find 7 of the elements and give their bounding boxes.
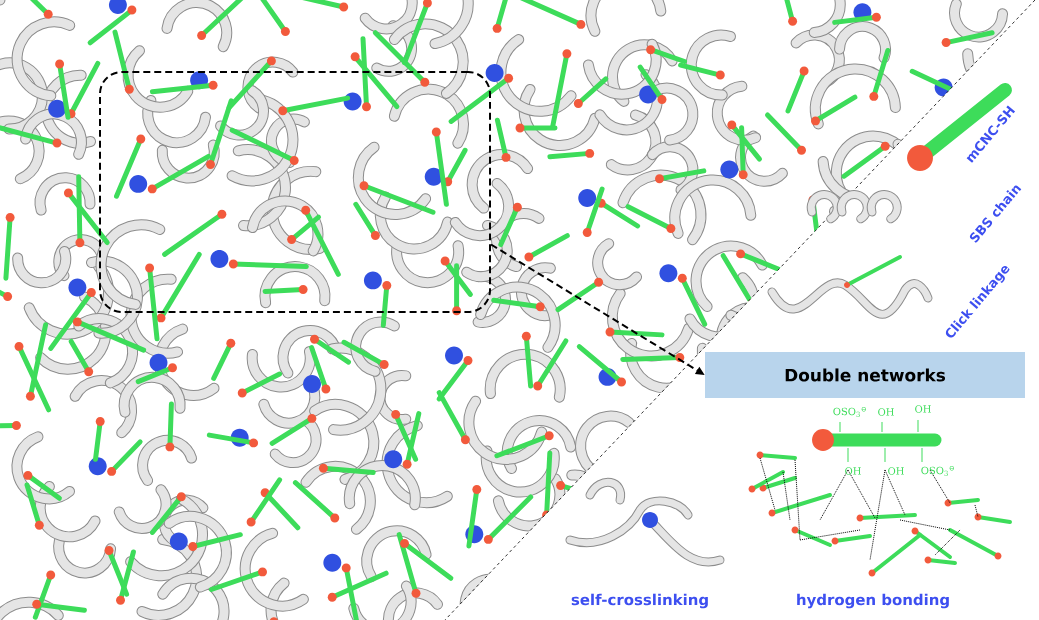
group-label: OH: [845, 467, 861, 475]
part-label: hydrogen bonding: [797, 593, 949, 609]
group-label: OH: [888, 467, 904, 475]
part-label: self-crosslinking: [571, 593, 708, 609]
title-band: Double networks: [705, 352, 1025, 398]
group-label: OH: [878, 408, 894, 416]
zoom-frame: [99, 71, 491, 313]
